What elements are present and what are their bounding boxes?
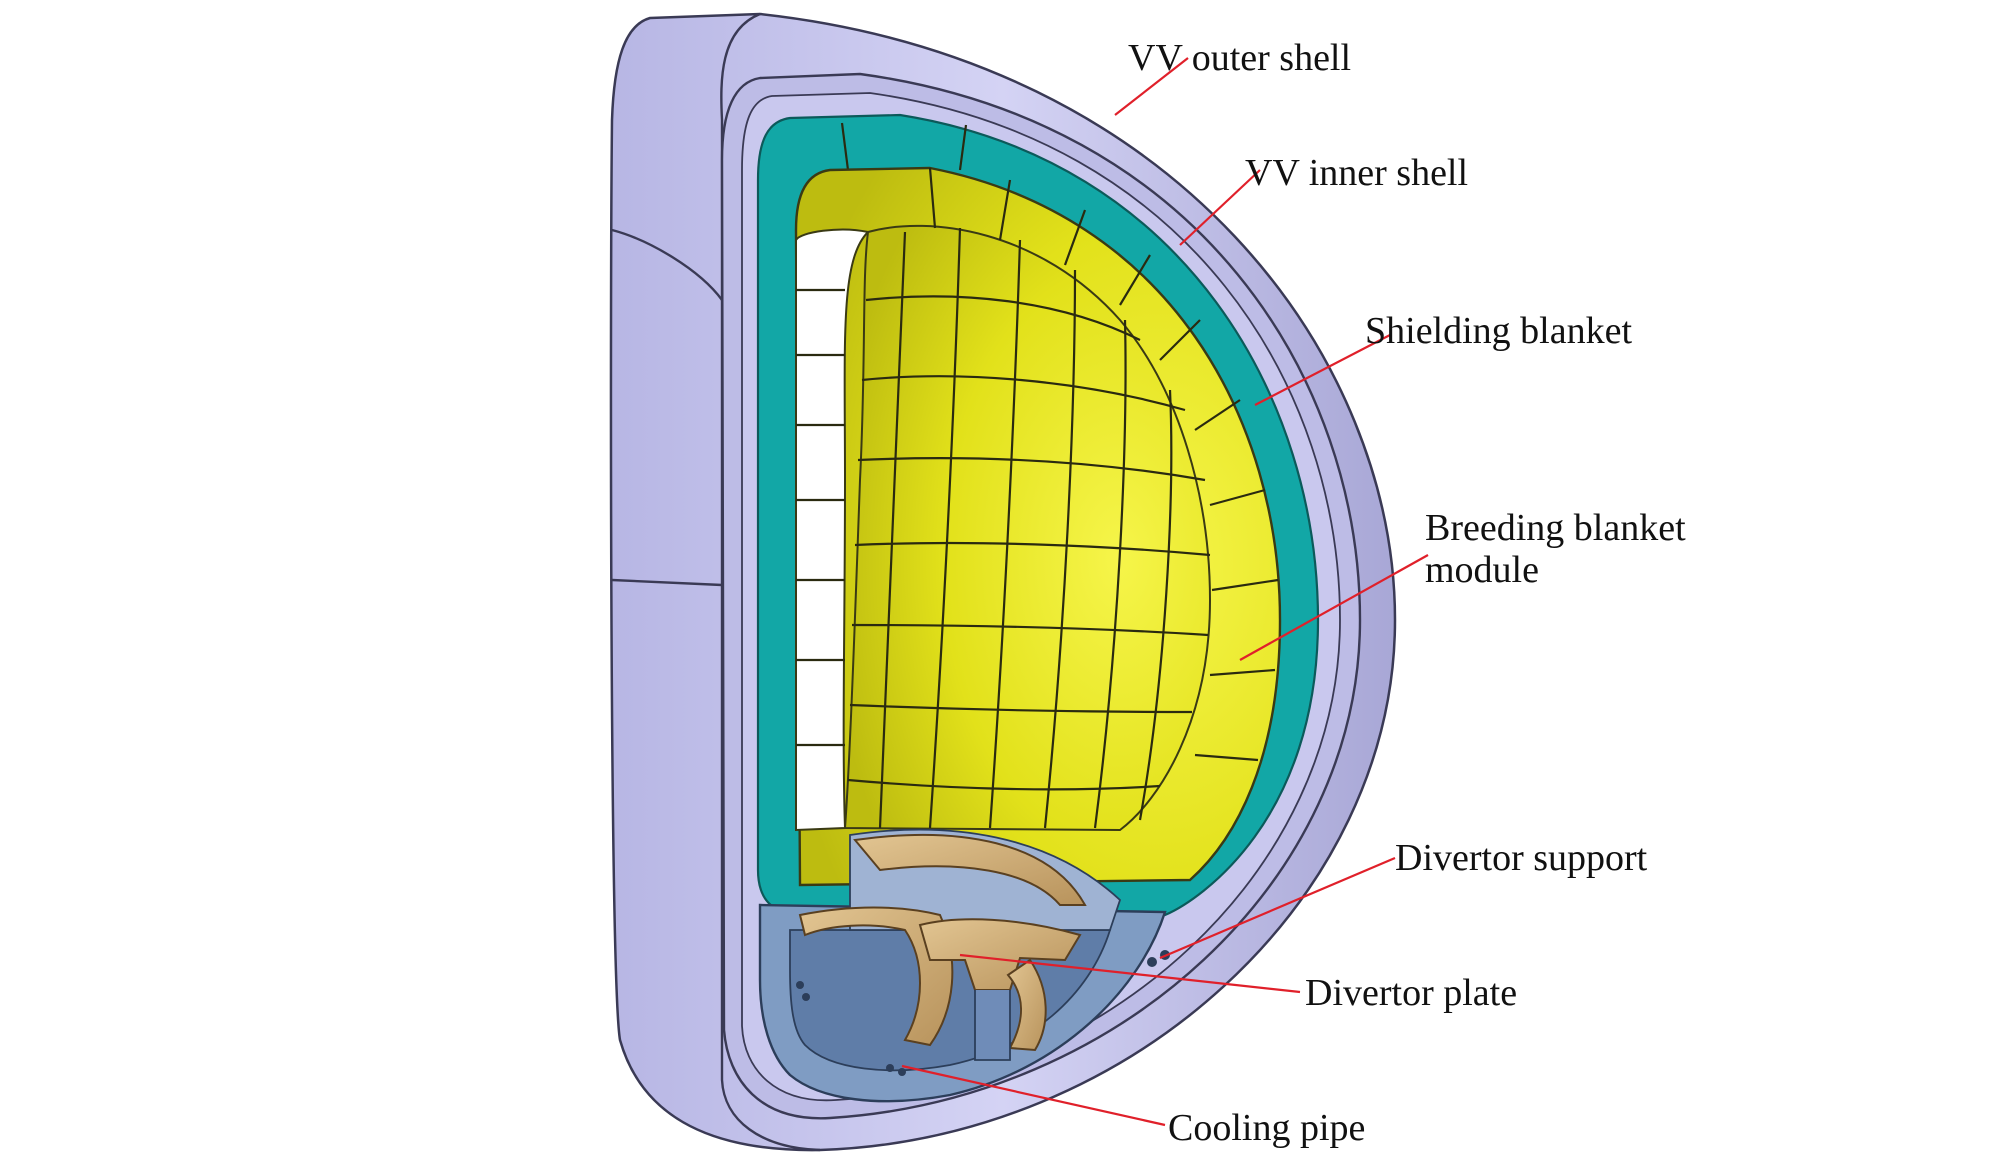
leader-vv-outer-shell	[1114, 57, 1189, 116]
label-divertor-plate: Divertor plate	[1305, 972, 1517, 1014]
callout-labels: VV outer shell VV inner shell Shielding …	[1128, 37, 1686, 1149]
leader-lines	[901, 57, 1429, 1127]
breeding-blanket	[794, 166, 1282, 887]
leader-cooling-pipe	[901, 1064, 1166, 1127]
label-vv-outer-shell: VV outer shell	[1128, 37, 1351, 79]
label-cooling-pipe: Cooling pipe	[1168, 1107, 1365, 1149]
leader-shielding-blanket	[1254, 334, 1391, 406]
leader-divertor-support	[1159, 856, 1396, 960]
label-breeding-blanket-line2: module	[1425, 549, 1539, 591]
leader-divertor-plate	[959, 953, 1301, 994]
label-shielding-blanket: Shielding blanket	[1365, 310, 1632, 352]
leader-vv-inner-shell	[1179, 169, 1261, 246]
label-vv-inner-shell: VV inner shell	[1245, 152, 1468, 194]
label-breeding-blanket-line1: Breeding blanket	[1425, 507, 1686, 549]
divertor-plate	[798, 833, 1087, 1061]
leader-breeding-blanket	[1239, 554, 1429, 661]
label-divertor-support: Divertor support	[1395, 837, 1648, 879]
